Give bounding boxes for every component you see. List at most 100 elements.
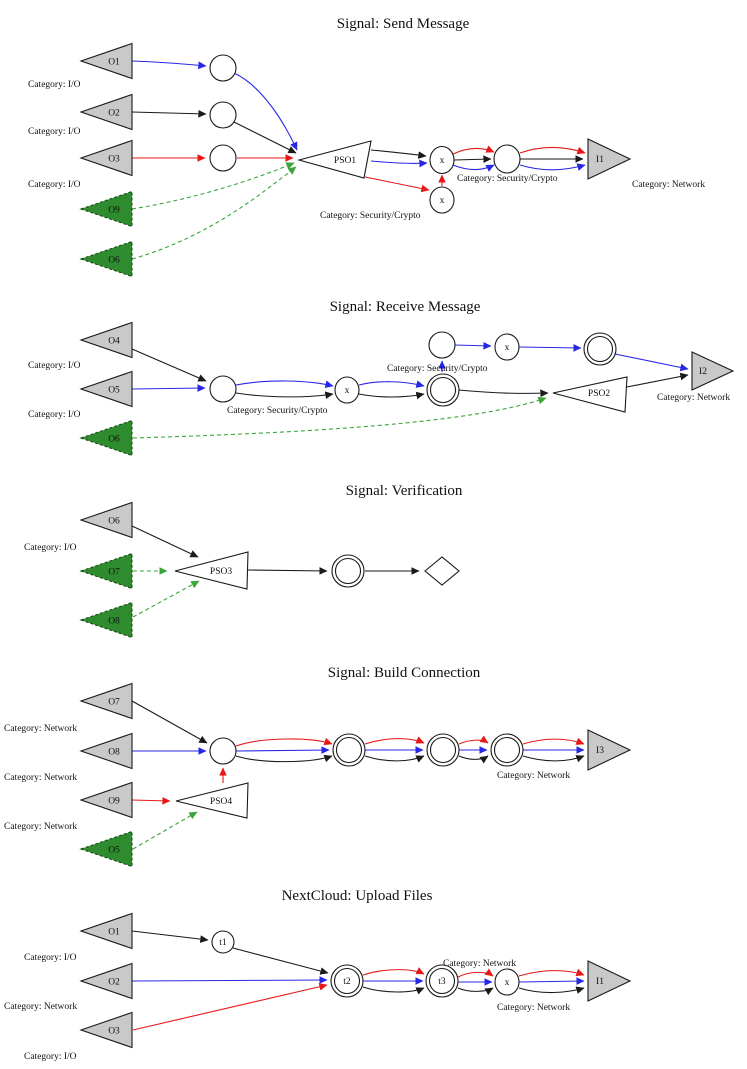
edge-xa-store-blue xyxy=(452,164,495,172)
source-node-o8 xyxy=(79,601,133,639)
source-node-o6 xyxy=(79,419,133,457)
edge-o9-pso1 xyxy=(131,162,295,210)
edge-o6-pso2 xyxy=(132,396,547,439)
process-circle xyxy=(209,375,237,403)
section-title: Signal: Verification xyxy=(346,483,463,499)
datastore-node-inner xyxy=(335,736,363,764)
source-node-o4 xyxy=(79,321,133,359)
edge-o9-pso4 xyxy=(131,796,171,805)
datastore-node-inner xyxy=(429,376,457,404)
node-label: O6 xyxy=(108,256,120,266)
source-node-o5 xyxy=(79,830,133,868)
edge-xa-store-black xyxy=(453,155,492,164)
source-node-o9 xyxy=(79,190,133,228)
section-title: NextCloud: Upload Files xyxy=(282,888,433,904)
node-label: I3 xyxy=(596,746,604,756)
category-label: Category: I/O xyxy=(28,180,81,190)
node-label: O7 xyxy=(108,568,120,578)
node-label: O5 xyxy=(108,846,120,856)
edge-c2-pso1 xyxy=(233,121,297,154)
category-label: Category: I/O xyxy=(28,80,81,90)
process-node-x-top xyxy=(494,333,520,361)
node-label: O6 xyxy=(108,517,120,527)
edge-o6-pso1 xyxy=(131,166,297,260)
edge-x-i1-blue xyxy=(518,977,585,985)
source-node-o8 xyxy=(79,732,133,770)
source-node-o5 xyxy=(79,370,133,408)
edge-xtop-dctop xyxy=(518,344,582,352)
edge-t1-t2 xyxy=(232,947,329,975)
edge-o1-c1 xyxy=(131,60,207,70)
edge-pso1-xa-blue xyxy=(370,159,428,168)
node-label: t1 xyxy=(219,938,227,948)
edge-dc-pso2 xyxy=(458,389,549,398)
category-label: Category: Network xyxy=(657,393,730,403)
edge-c-dc1-red xyxy=(235,737,333,747)
node-label: x xyxy=(505,978,510,988)
section-receive-message: Signal: Receive Message O4 O5 O6 x x PSO… xyxy=(28,299,735,457)
node-label: O2 xyxy=(108,109,120,119)
process-node-pso1 xyxy=(296,140,372,179)
edge-x-i1-red xyxy=(518,968,585,977)
edge-dc3-i3-red xyxy=(522,737,585,745)
edge-o2-c2 xyxy=(131,109,207,118)
edge-pso1-xa-black xyxy=(370,149,427,159)
node-label: PSO4 xyxy=(210,797,232,807)
section-title: Signal: Receive Message xyxy=(330,299,481,315)
process-node-t1 xyxy=(211,930,235,954)
process-node-pso2 xyxy=(552,376,628,413)
category-label: Category: I/O xyxy=(28,127,81,137)
edge-dc1-dc2-red xyxy=(364,736,425,745)
category-label: Category: Security/Crypto xyxy=(387,364,488,374)
edge-pso1-xb-red xyxy=(364,176,430,193)
process-node-x xyxy=(494,968,520,996)
edge-c1-pso1 xyxy=(233,72,298,151)
edge-c-dc1-blue xyxy=(235,746,330,754)
datastore-node-inner xyxy=(429,736,457,764)
category-label: Category: Security/Crypto xyxy=(457,174,558,184)
node-label: I1 xyxy=(596,977,604,987)
section-nextcloud-upload: NextCloud: Upload Files O1 O2 O3 t1 t2 t… xyxy=(4,888,632,1062)
datastore-node-inner xyxy=(493,736,521,764)
node-label: O6 xyxy=(108,435,120,445)
edge-o5-pso4 xyxy=(132,811,198,850)
process-circle xyxy=(209,144,237,172)
edge-store-i1-red xyxy=(519,146,586,155)
node-label: x xyxy=(440,156,445,166)
process-node-pso4 xyxy=(175,782,249,819)
source-node-o2 xyxy=(79,93,133,131)
edge-dctop-i2 xyxy=(614,353,689,372)
datastore-node-t3-inner xyxy=(428,967,456,995)
source-node-o7 xyxy=(79,552,133,590)
edge-t2-t3-red xyxy=(362,967,425,976)
category-label: Category: I/O xyxy=(24,543,77,553)
edge-c-x-black xyxy=(235,391,334,400)
node-label: O3 xyxy=(108,155,120,165)
edge-t3-x-red xyxy=(457,968,494,978)
category-label: Category: I/O xyxy=(28,410,81,420)
source-node-o1 xyxy=(79,912,133,950)
node-label: x xyxy=(440,196,445,206)
edge-xa-store-red xyxy=(452,145,495,155)
edge-t2-t3-black xyxy=(362,986,425,995)
decision-diamond xyxy=(424,556,460,586)
edge-dc3-i3-black xyxy=(522,755,585,763)
edge-pso2-i2 xyxy=(626,372,689,388)
source-node-o3 xyxy=(79,1011,133,1049)
node-label: PSO1 xyxy=(334,156,356,166)
datastore-node-inner xyxy=(334,557,362,585)
section-send-message: Signal: Send Message O1 O2 O3 O9 O6 xyxy=(28,16,705,278)
node-label: O2 xyxy=(108,978,120,988)
node-label: PSO3 xyxy=(210,567,232,577)
edge-o5-c xyxy=(131,384,206,392)
node-label: O8 xyxy=(108,617,120,627)
edge-pso3-dc xyxy=(247,567,328,575)
node-label: I2 xyxy=(699,367,707,377)
node-label: PSO2 xyxy=(588,389,610,399)
category-label: Category: Network xyxy=(443,959,516,969)
process-circle xyxy=(428,331,456,359)
edge-store-i1-blue xyxy=(519,163,586,171)
edge-o4-c xyxy=(131,348,207,382)
edge-x-i1-black xyxy=(518,986,585,994)
